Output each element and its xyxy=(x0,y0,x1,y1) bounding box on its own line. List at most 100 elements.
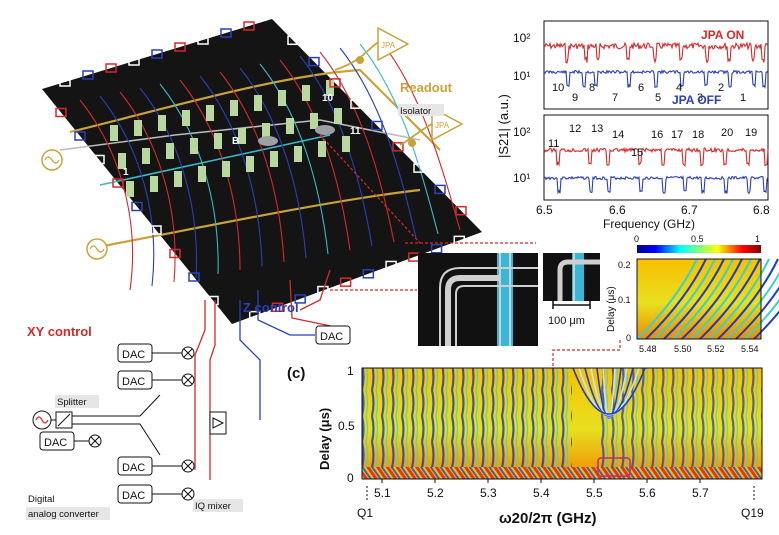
bond-pad xyxy=(362,269,375,279)
main-ylabel: Delay (μs) xyxy=(317,408,332,470)
dac-desc-bg xyxy=(26,507,110,520)
s21-ylabel: |S21| (a.u.) xyxy=(496,94,511,158)
resonator-meander xyxy=(318,141,326,157)
q1-label: Q1 xyxy=(357,506,373,520)
control-line xyxy=(339,47,417,239)
fringe-line xyxy=(708,258,770,340)
bond-pad xyxy=(207,295,219,306)
fringe-line xyxy=(645,258,707,340)
iq-mixer-label-bg xyxy=(193,499,243,512)
chevron-fringe xyxy=(572,367,646,415)
isolator-label: Isolator xyxy=(400,106,431,117)
readout-connector-icon xyxy=(356,56,364,64)
bond-pad xyxy=(271,302,284,313)
resonator-label-top: 5 xyxy=(655,92,661,104)
dac-label: DAC xyxy=(122,349,145,361)
splitter-label-bg xyxy=(55,395,99,408)
coupler-ellipse xyxy=(315,125,335,135)
dac-desc-line2: analog converter xyxy=(28,509,99,520)
resonator-meander xyxy=(206,105,214,121)
coupler-ellipse xyxy=(258,136,278,146)
resonator-label-bottom: 19 xyxy=(745,127,757,139)
resonator-meander xyxy=(198,166,206,182)
bond-pad xyxy=(329,78,341,88)
jpa-off-trace-bottom xyxy=(543,175,769,195)
resonator-meander xyxy=(270,151,278,167)
s21-ytick: 10¹ xyxy=(513,171,530,185)
control-line xyxy=(219,71,285,263)
inset-ytick: 0.1 xyxy=(618,295,631,305)
main-ytick: 1 xyxy=(347,364,354,378)
main-bottom-band xyxy=(362,467,762,479)
bond-pad xyxy=(174,42,186,52)
readout-line-top xyxy=(69,68,441,151)
fringe-line xyxy=(663,258,725,340)
fringe-line xyxy=(735,286,779,340)
fringe-line xyxy=(654,258,716,340)
bond-pad xyxy=(105,63,117,73)
bond-pad xyxy=(74,131,86,141)
xy-control-label: XY control xyxy=(27,324,92,339)
fringe-line xyxy=(636,258,698,340)
z-wire xyxy=(239,300,261,420)
bond-pad xyxy=(413,163,425,173)
resonator-label-top: 2 xyxy=(718,82,724,94)
main-xtick: 5.4 xyxy=(533,486,550,500)
chip-substrate xyxy=(42,19,482,324)
bond-pad xyxy=(317,285,329,296)
control-line xyxy=(119,91,176,283)
bond-pad xyxy=(128,56,140,66)
resonator-meander xyxy=(158,115,166,131)
colorbar-tick: 0.5 xyxy=(691,234,704,244)
fringe-line xyxy=(699,258,761,340)
fringe-line xyxy=(753,310,779,340)
control-line xyxy=(279,59,351,251)
bond-pad xyxy=(339,277,352,287)
resonator-label-bottom: 13 xyxy=(591,123,603,135)
bond-pad xyxy=(59,77,71,87)
xy-wire xyxy=(194,300,206,470)
dac-label: DAC xyxy=(122,376,145,388)
readout-resonators xyxy=(110,80,350,197)
chip-label-10: 10 xyxy=(322,93,334,104)
resonator-meander xyxy=(190,138,198,154)
bond-pad xyxy=(453,235,466,246)
bond-pad xyxy=(308,56,320,67)
chip-label-b: B xyxy=(232,136,239,147)
q19-label: Q19 xyxy=(741,506,764,520)
resonator-meander xyxy=(110,125,118,141)
dac-label: DAC xyxy=(122,490,145,502)
bond-pad xyxy=(93,154,105,165)
s21-xtick: 6.8 xyxy=(753,203,770,217)
resonator-meander xyxy=(126,181,134,197)
bond-pad xyxy=(430,243,443,254)
micrograph-left xyxy=(418,253,538,346)
main-chevrons xyxy=(572,367,646,420)
iq-mixer-label: IQ mixer xyxy=(195,501,231,512)
dac-desc-line1: Digital xyxy=(28,494,54,505)
resonator-meander xyxy=(278,90,286,106)
resonator-meander xyxy=(326,80,334,96)
bond-pad xyxy=(434,184,446,195)
chip-label-20: 20 xyxy=(111,196,123,207)
dac-box-z xyxy=(315,325,351,345)
main-xlabel: ω20/2π (GHz) xyxy=(499,510,597,527)
jpa-on-label: JPA ON xyxy=(701,28,744,42)
s21-xlabel: Frequency (GHz) xyxy=(603,217,695,231)
control-line xyxy=(359,43,439,235)
main-xtick: 5.3 xyxy=(480,486,497,500)
resonator-meander xyxy=(286,118,294,134)
resonator-label-bottom: 11 xyxy=(548,138,559,150)
panel-label-c: (c) xyxy=(287,365,305,382)
splitter-label: Splitter xyxy=(57,397,87,408)
resonator-label-top: 3 xyxy=(697,92,703,104)
inset-xtick: 5.54 xyxy=(741,344,759,354)
resonator-meander xyxy=(238,128,246,144)
dac-label: DAC xyxy=(320,331,343,343)
inset-map: 0 0.5 1 0.2 0.1 0 Delay (μs) 5.48 5.50 5… xyxy=(606,234,779,354)
sine-wave-icon xyxy=(35,416,49,424)
bond-pad xyxy=(197,35,209,45)
sine-wave-icon xyxy=(44,156,60,164)
